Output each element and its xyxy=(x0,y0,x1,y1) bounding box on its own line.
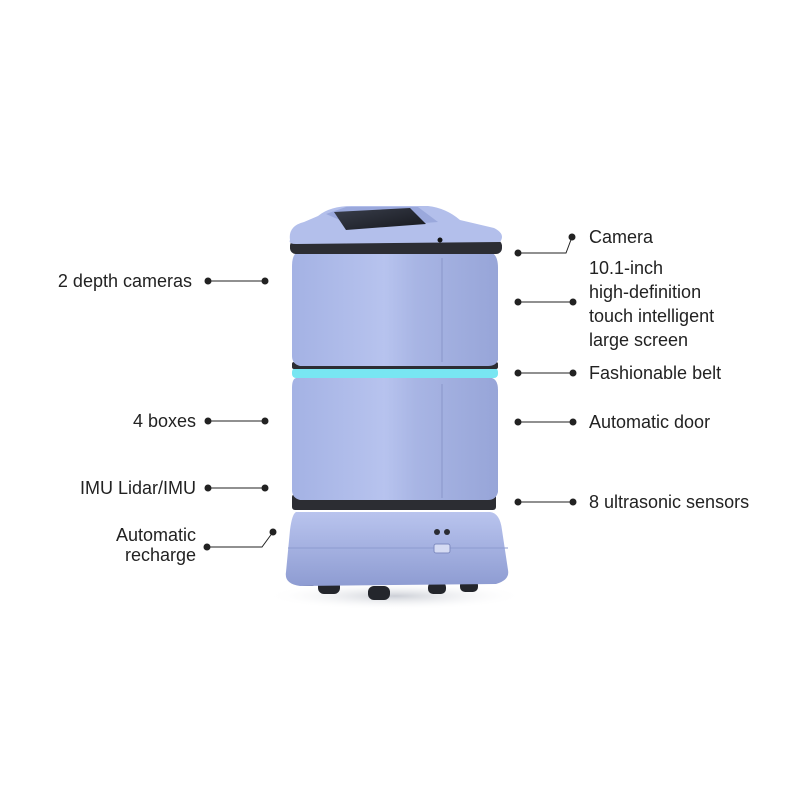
label-screen-line2: high-definition xyxy=(589,282,702,302)
label-screen-line3: touch intelligent xyxy=(589,306,715,326)
label-recharge-line2: recharge xyxy=(124,545,196,565)
label-belt: Fashionable belt xyxy=(589,363,722,383)
upper-box xyxy=(292,252,498,366)
label-camera: Camera xyxy=(589,227,654,247)
robot-head xyxy=(289,206,502,244)
fashionable-belt xyxy=(292,368,498,378)
robot-base xyxy=(285,512,509,586)
label-automatic-recharge: Automatic recharge xyxy=(20,525,196,565)
label-depth-cameras: 2 depth cameras xyxy=(57,271,192,291)
touch-screen xyxy=(334,208,426,230)
label-imu: IMU Lidar/IMU xyxy=(79,478,196,498)
leader-lines-right xyxy=(514,233,577,506)
label-boxes: 4 boxes xyxy=(132,411,196,431)
label-screen-line4: large screen xyxy=(589,330,689,350)
floor-shadow xyxy=(265,582,525,610)
label-screen-line1: 10.1-inch xyxy=(589,258,664,278)
front-camera xyxy=(437,237,443,243)
label-screen: 10.1-inch high-definition touch intellig… xyxy=(589,256,714,352)
base-sensor-1 xyxy=(434,529,440,535)
label-ultrasonic: 8 ultrasonic sensors xyxy=(589,492,750,512)
lower-box xyxy=(292,378,498,500)
label-recharge-line1: Automatic xyxy=(115,525,196,545)
leader-lines-left xyxy=(203,277,277,551)
base-sensor-2 xyxy=(444,529,450,535)
label-door: Automatic door xyxy=(589,412,711,432)
recharge-contact xyxy=(433,543,451,554)
